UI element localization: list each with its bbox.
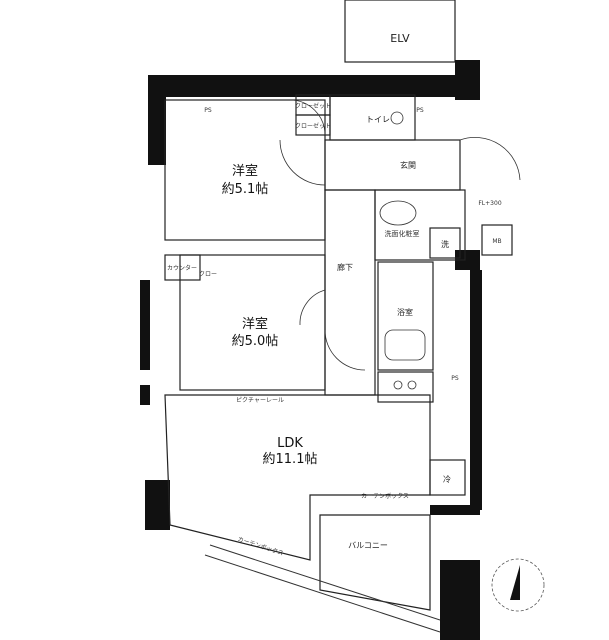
closet1-label: クローゼット [295,102,331,110]
ps-label-2: PS [416,107,424,114]
western1-name: 洋室 [232,163,258,179]
balcony-label: バルコニー [348,541,388,550]
closet3-label: クロー [199,271,217,278]
western2-name: 洋室 [242,316,268,332]
picture-rail-label: ピクチャーレール [236,397,284,404]
washer-label: 洗 [441,239,449,249]
bathroom-label: 浴室 [397,307,413,317]
entrance-label: 玄関 [400,160,416,170]
mb-box: MB [481,224,513,256]
closets: クローゼット クローゼット [295,94,331,136]
entrance: 玄関 [324,137,521,191]
hallway: 廊下 [324,189,376,396]
washroom-label: 洗面化粧室 [385,229,420,238]
north-compass-icon [491,558,545,612]
elevator-area: ELV [344,0,456,63]
curtain-box-label-1: カーテンボックス [361,492,409,500]
room-ldk: LDK 約11.1帖 [164,394,431,561]
ldk-size: 約11.1帖 [263,452,318,467]
western1-size: 約5.1帖 [222,182,269,197]
fl-label: FL+300 [478,200,501,207]
curtain-box-label-2: カーテンボックス [237,535,285,557]
kitchen: 冷 [377,371,466,496]
room-western2: 洋室 約5.0帖 [179,254,326,391]
walls [140,60,482,640]
toilet-label: トイレ [366,115,390,124]
balcony: バルコニー [204,514,441,633]
ps-label-3: PS [451,375,459,382]
closet2-label: クローゼット [295,122,331,130]
ps-label-1: PS [204,107,212,114]
counter: カウンター クロー [164,254,217,281]
ldk-name: LDK [277,436,303,451]
room-western1: 洋室 約5.1帖 [164,99,326,241]
western2-size: 約5.0帖 [232,334,279,349]
toilet: トイレ [329,94,416,141]
doors [279,99,366,371]
hallway-label: 廊下 [337,262,353,272]
bathroom: 浴室 [377,261,434,371]
washroom: 洗面化粧室 洗 [374,189,466,261]
fridge-label: 冷 [443,474,451,484]
elevator-label: ELV [390,32,410,45]
counter-label: カウンター [167,264,197,272]
mb-label: MB [492,238,501,245]
